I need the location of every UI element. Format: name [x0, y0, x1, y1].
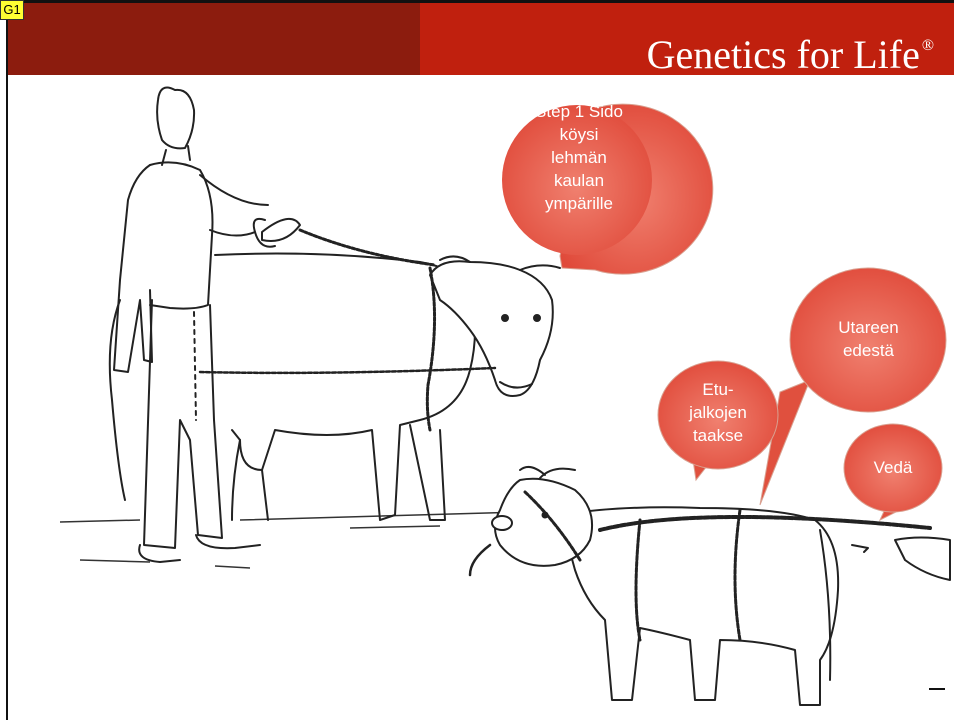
bubble-step1-text: Step 1 Sido köysi lehmän kaulan ympärill… [535, 100, 623, 215]
bubble-udder-text: Utareen edestä [816, 316, 921, 362]
bubble-pull-text: Vedä [850, 456, 936, 479]
bubble-front-legs-text: Etu-jalkojen taakse [683, 378, 753, 447]
slide-corner-mark [929, 688, 945, 690]
ground-line [60, 512, 520, 568]
farmer-figure [114, 88, 268, 562]
